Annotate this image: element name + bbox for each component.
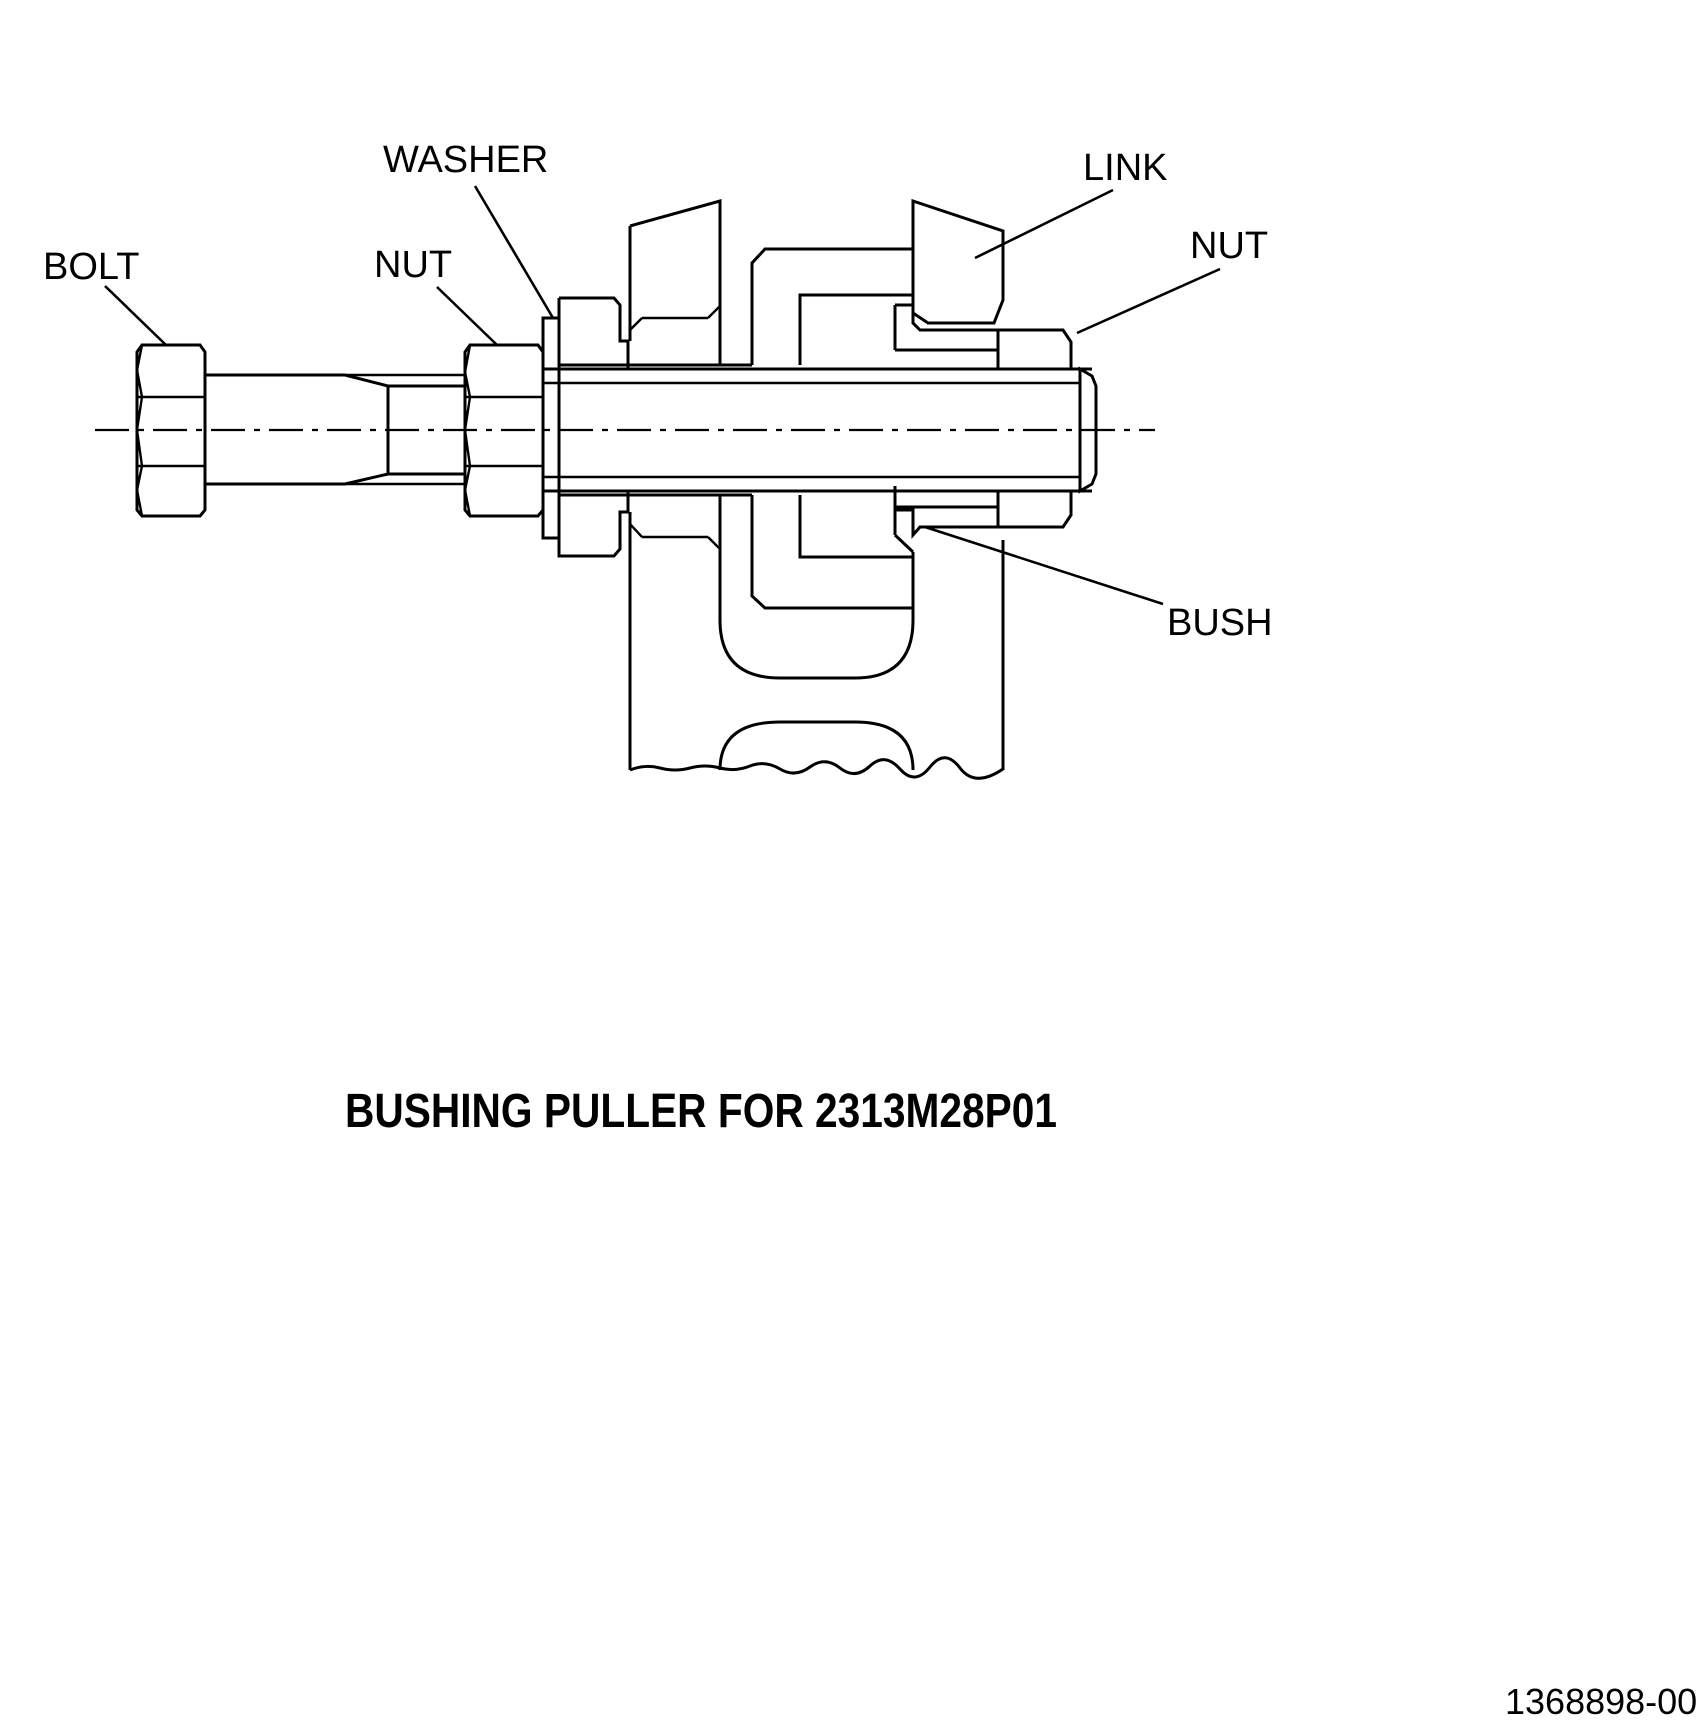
bush-leader (924, 525, 1164, 606)
right-nut (996, 328, 1073, 529)
nut-left-leader (436, 286, 498, 346)
drawing-title: BUSHING PULLER FOR 2313M28P01 (345, 1085, 1057, 1138)
document-number: 1368898-00 (1505, 1681, 1697, 1722)
bolt-leader (104, 285, 167, 346)
nut-right-label: NUT (1190, 225, 1268, 267)
washer-leader (473, 185, 555, 319)
washer (541, 316, 561, 540)
washer-label: WASHER (383, 139, 548, 181)
link-leader (974, 188, 1114, 260)
bolt-label: BOLT (43, 246, 139, 288)
bush-label: BUSH (1167, 602, 1273, 644)
nut-right-leader (1076, 267, 1221, 335)
bush (893, 303, 1000, 554)
nut-left-label: NUT (374, 244, 452, 286)
bolt-head (135, 343, 207, 518)
spacer-block (557, 296, 752, 558)
link-body (750, 247, 913, 610)
link-label: LINK (1083, 147, 1167, 189)
